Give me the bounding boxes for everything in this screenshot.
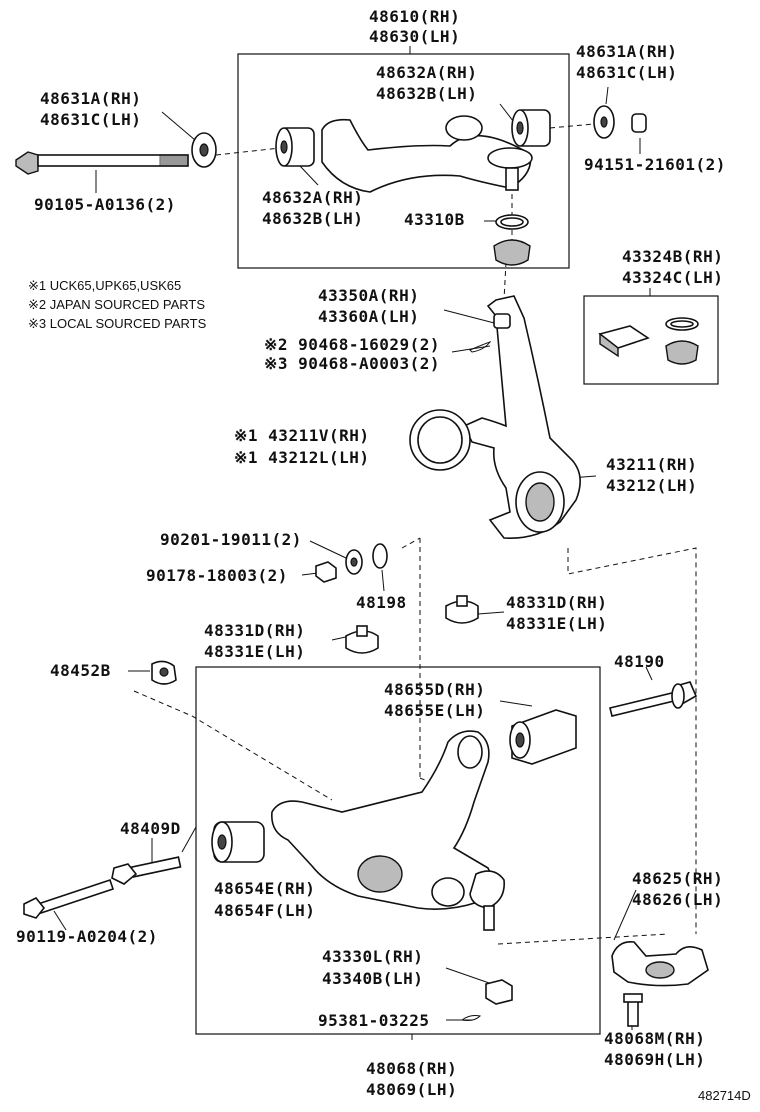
upper-bolt-illustration xyxy=(15,151,189,175)
label-90468-16029: ※2 90468-16029(2) xyxy=(264,335,440,354)
label-48632a-inner: 48632A(RH) xyxy=(262,188,363,207)
cotter-pin-illustration xyxy=(469,341,492,353)
cap-48452-illustration xyxy=(151,660,177,685)
snap-ring-illustration xyxy=(495,214,529,230)
label-48331e-right: 48331E(LH) xyxy=(506,614,607,633)
bolt-48409-illustration xyxy=(111,856,182,885)
label-43324b: 43324B(RH) xyxy=(622,247,723,266)
label-90119: 90119-A0204(2) xyxy=(16,927,158,946)
upper-washer-right-illustration xyxy=(593,105,615,139)
label-48654e: 48654E(RH) xyxy=(214,879,315,898)
label-48655e: 48655E(LH) xyxy=(384,701,485,720)
label-48198: 48198 xyxy=(356,593,407,612)
upper-bush-left-illustration xyxy=(275,127,315,167)
label-48654f: 48654F(LH) xyxy=(214,901,315,920)
label-48632b-inner: 48632B(LH) xyxy=(262,209,363,228)
dust-boot-illustration xyxy=(493,239,531,266)
label-43212l: ※1 43212L(LH) xyxy=(234,448,370,467)
note-3: ※3 LOCAL SOURCED PARTS xyxy=(28,316,207,331)
label-43350a: 43350A(RH) xyxy=(318,286,419,305)
lower-arm-illustration xyxy=(271,730,505,931)
label-43310b: 43310B xyxy=(404,210,465,229)
label-90105: 90105-A0136(2) xyxy=(34,195,176,214)
washer-90201-illustration xyxy=(345,549,363,575)
label-48632a-top: 48632A(RH) xyxy=(376,63,477,82)
bolt-48190-illustration xyxy=(609,681,698,717)
label-43324c: 43324C(LH) xyxy=(622,268,723,287)
bolt-lower-illustration xyxy=(23,878,115,919)
label-48631a-right: 48631A(RH) xyxy=(576,42,677,61)
label-43330l: 43330L(RH) xyxy=(322,947,423,966)
label-90468-a0003: ※3 90468-A0003(2) xyxy=(264,354,440,373)
leader-lines xyxy=(53,46,653,1040)
label-48068: 48068(RH) xyxy=(366,1059,457,1078)
label-48610-rh: 48610(RH) xyxy=(369,7,460,26)
lower-arm-group-box xyxy=(195,666,601,1035)
label-48631c-right: 48631C(LH) xyxy=(576,63,677,82)
label-94151: 94151-21601(2) xyxy=(584,155,726,174)
label-48631c-left: 48631C(LH) xyxy=(40,110,141,129)
nut-lower-illustration xyxy=(485,979,513,1005)
kit-boot-illustration xyxy=(665,340,699,365)
label-43211v: ※1 43211V(RH) xyxy=(234,426,370,445)
ball-joint-kit-box xyxy=(583,295,719,385)
label-48632b-top: 48632B(LH) xyxy=(376,84,477,103)
label-48331d-right: 48331D(RH) xyxy=(506,593,607,612)
part-labels: 48610(RH) 48630(LH) 48632A(RH) 48632B(LH… xyxy=(16,7,751,1103)
label-43212: 43212(LH) xyxy=(606,476,697,495)
upper-washer-left-illustration xyxy=(191,132,217,168)
label-48331d-left: 48331D(RH) xyxy=(204,621,305,640)
label-48331e-left: 48331E(LH) xyxy=(204,642,305,661)
upper-arm-illustration xyxy=(321,115,533,193)
bumper-right-illustration xyxy=(445,595,479,624)
label-48069: 48069(LH) xyxy=(366,1080,457,1099)
upper-arm-group-box xyxy=(237,53,570,269)
bracket-illustration xyxy=(611,940,709,987)
knuckle-illustration xyxy=(462,295,581,539)
kit-grease-illustration xyxy=(598,325,650,358)
label-48631a-left: 48631A(RH) xyxy=(40,89,141,108)
note-2: ※2 JAPAN SOURCED PARTS xyxy=(28,297,205,312)
label-95381: 95381-03225 xyxy=(318,1011,429,1030)
nut-90178-illustration xyxy=(315,561,337,583)
note-1: ※1 UCK65,UPK65,USK65 xyxy=(28,278,181,293)
pin-95381-illustration xyxy=(460,1015,482,1021)
bracket-bolt-illustration xyxy=(623,993,643,1027)
lower-bush-rear-illustration xyxy=(509,709,577,765)
label-90178: 90178-18003(2) xyxy=(146,566,288,585)
bumper-left-illustration xyxy=(345,625,379,654)
kit-ring-illustration xyxy=(665,317,699,331)
label-48190: 48190 xyxy=(614,652,665,671)
label-48655d: 48655D(RH) xyxy=(384,680,485,699)
label-48626: 48626(LH) xyxy=(632,890,723,909)
label-48409d: 48409D xyxy=(120,819,181,838)
figure-reference: 482714D xyxy=(698,1088,751,1103)
label-48630-lh: 48630(LH) xyxy=(369,27,460,46)
lower-bush-front-illustration xyxy=(211,821,265,863)
label-43360a: 43360A(LH) xyxy=(318,307,419,326)
label-48452b: 48452B xyxy=(50,661,111,680)
stopper-48198-illustration xyxy=(372,543,388,569)
label-48068m: 48068M(RH) xyxy=(604,1029,705,1048)
label-43211: 43211(RH) xyxy=(606,455,697,474)
upper-bush-right-illustration xyxy=(511,109,551,147)
upper-nut-illustration xyxy=(631,113,647,133)
label-48625: 48625(RH) xyxy=(632,869,723,888)
label-43340b: 43340B(LH) xyxy=(322,969,423,988)
oil-seal-illustration xyxy=(409,409,471,471)
label-48069h: 48069H(LH) xyxy=(604,1050,705,1069)
label-90201: 90201-19011(2) xyxy=(160,530,302,549)
